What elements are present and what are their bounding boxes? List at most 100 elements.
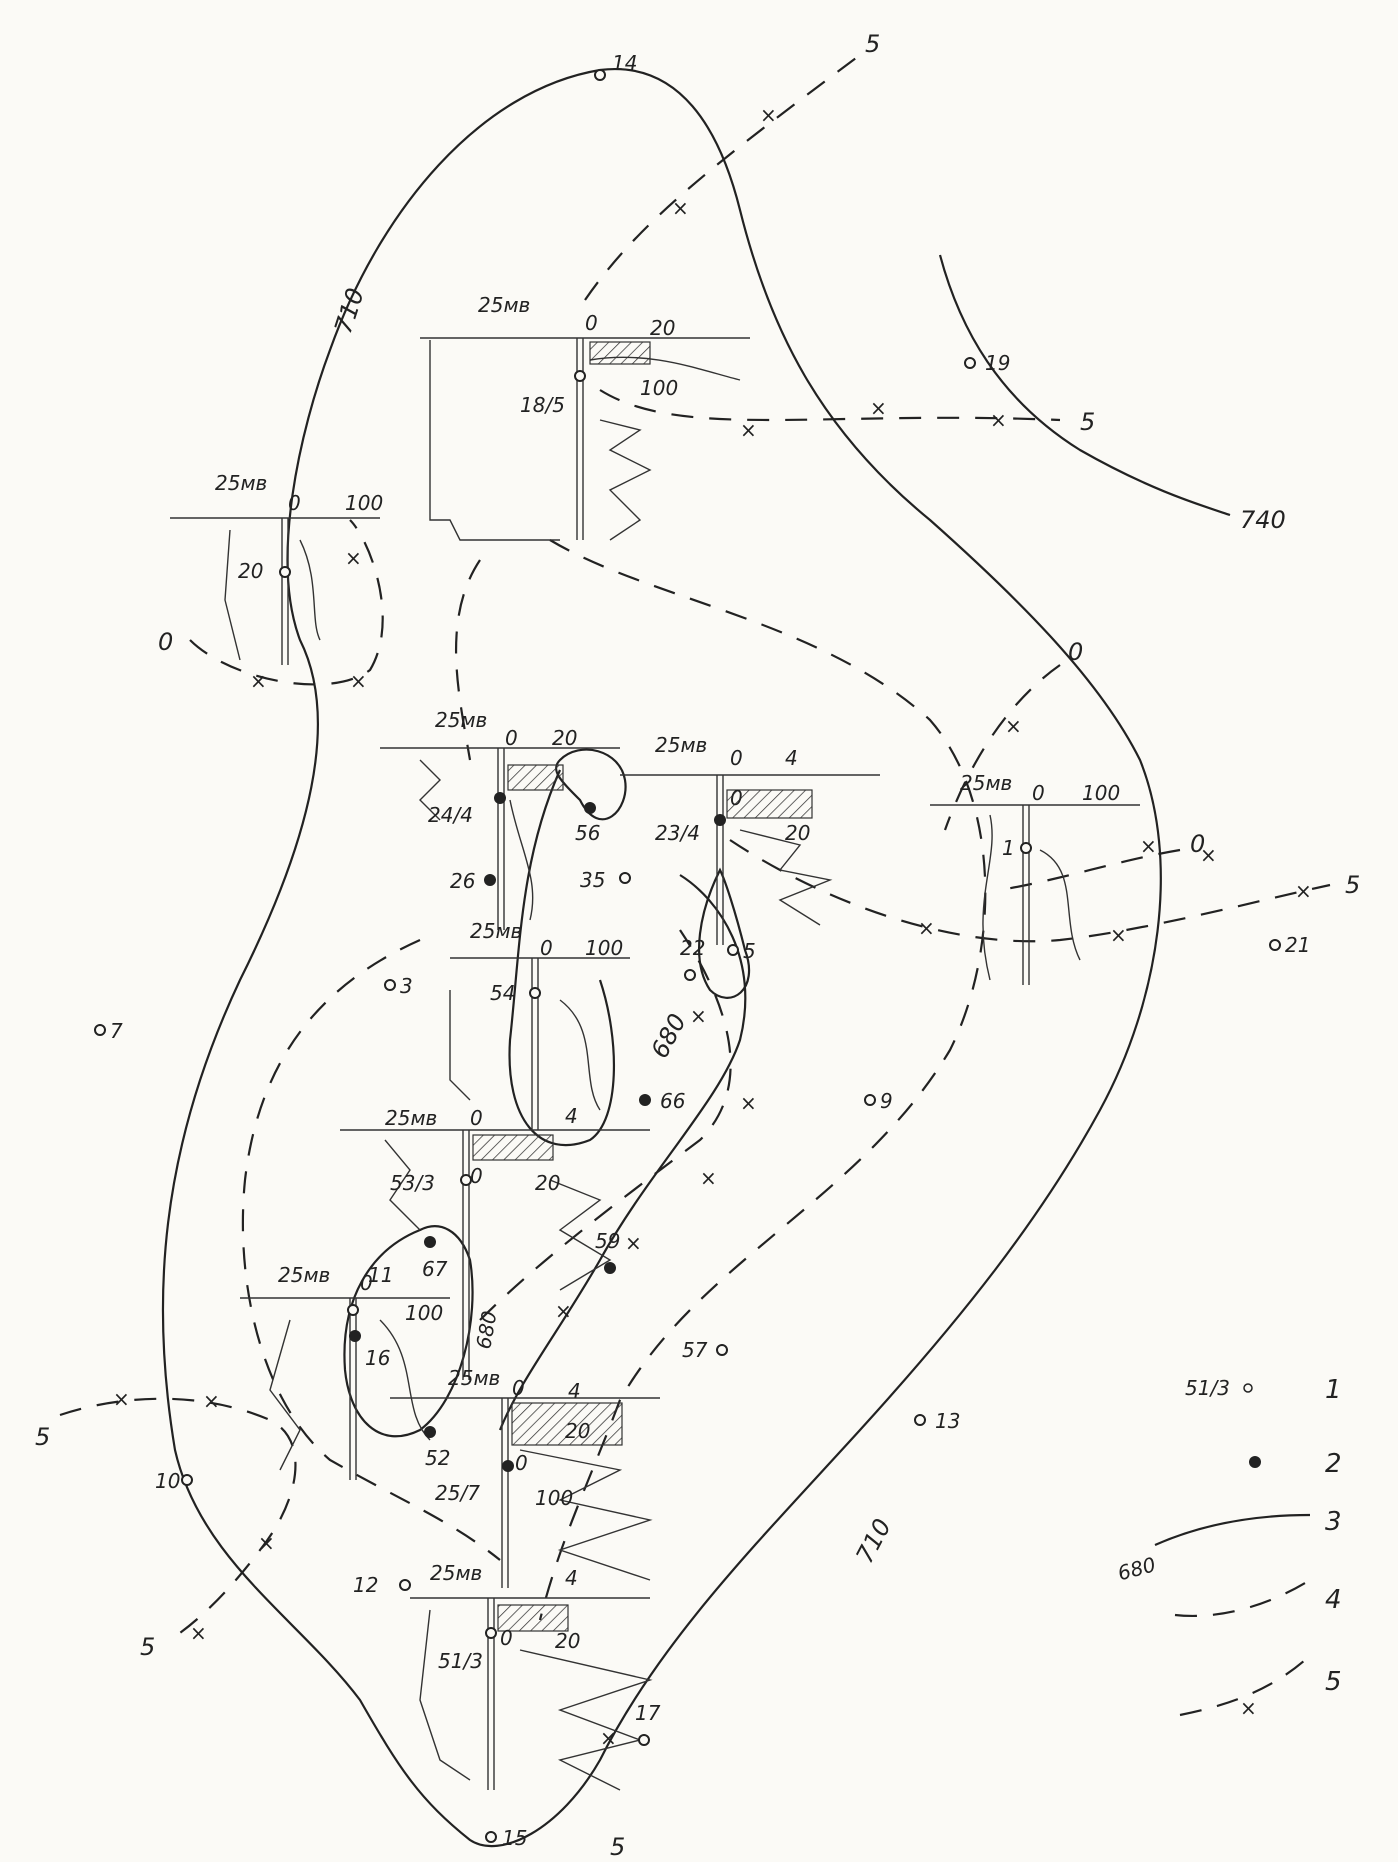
svg-text:100: 100 — [405, 1301, 443, 1325]
well-label-35: 35 — [580, 868, 605, 892]
legend-number-4: 4 — [1325, 1585, 1342, 1615]
svg-text:25мв: 25мв — [448, 1366, 500, 1390]
svg-text:×: × — [740, 418, 757, 442]
contour-680 — [498, 874, 747, 1431]
well-label-17: 17 — [635, 1701, 661, 1725]
legend-symbol-contour — [1154, 1513, 1311, 1547]
well-marker-12 — [399, 1579, 411, 1591]
legend-item-5: × 5 — [1179, 1659, 1342, 1720]
svg-text:×: × — [555, 1299, 572, 1323]
well-marker-35 — [619, 872, 631, 884]
well-marker-54 — [529, 987, 541, 999]
well-label-12: 12 — [353, 1573, 378, 1597]
well-marker-66 — [639, 1094, 651, 1106]
svg-text:100: 100 — [585, 936, 623, 960]
log-16 — [240, 1297, 450, 1480]
well-marker-1 — [1020, 842, 1032, 854]
svg-text:×: × — [672, 196, 689, 220]
isoline-label-5-top: 5 — [865, 30, 880, 58]
well-label-53-3: 53/3 — [390, 1171, 435, 1195]
contour-dashed-left — [241, 559, 501, 1561]
contour-label-710-left: 710 — [329, 285, 370, 337]
legend-number-3: 3 — [1325, 1507, 1342, 1537]
well-marker-10 — [181, 1474, 193, 1486]
well-marker-67 — [424, 1236, 436, 1248]
well-label-5: 5 — [743, 939, 756, 963]
well-label-1: 1 — [1002, 836, 1015, 860]
isoline-label-5-right: 5 — [1345, 871, 1360, 899]
svg-text:0: 0 — [585, 311, 598, 335]
well-label-56: 56 — [575, 821, 600, 845]
svg-text:×: × — [600, 1726, 617, 1750]
contour-label-710-right: 710 — [851, 1514, 897, 1568]
svg-text:×: × — [1240, 1696, 1257, 1720]
well-labels: 14 19 20 18/5 1 21 7 3 9 22 5 35 54 53/3… — [110, 51, 1310, 1850]
contour-dashed-inner — [538, 539, 987, 1621]
log-53-3 — [340, 1129, 650, 1380]
well-label-51-3: 51/3 — [438, 1649, 483, 1673]
legend-item-1: 51/3 1 — [1185, 1375, 1342, 1405]
well-label-19: 19 — [985, 351, 1010, 375]
svg-text:×: × — [740, 1091, 757, 1115]
well-marker-3 — [384, 979, 396, 991]
wells-filled — [349, 792, 726, 1472]
legend-symbol-well-label: 51/3 — [1185, 1376, 1230, 1400]
log-1 — [930, 804, 1140, 985]
svg-text:×: × — [113, 1387, 130, 1411]
well-marker-22 — [684, 969, 696, 981]
svg-text:0: 0 — [512, 1376, 525, 1400]
well-label-11: 11 — [368, 1263, 393, 1287]
well-label-13: 13 — [935, 1409, 960, 1433]
svg-text:0: 0 — [288, 491, 301, 515]
svg-text:4: 4 — [565, 1566, 578, 1590]
svg-text:×: × — [870, 396, 887, 420]
svg-text:×: × — [690, 1004, 707, 1028]
isoline-label-0-left: 0 — [158, 628, 173, 656]
svg-text:×: × — [1110, 923, 1127, 947]
well-marker-5 — [727, 944, 739, 956]
svg-text:25мв: 25мв — [430, 1561, 482, 1585]
well-label-24-4: 24/4 — [428, 803, 473, 827]
legend-item-3: 680 3 — [1115, 1507, 1341, 1585]
svg-text:100: 100 — [640, 376, 678, 400]
isoline-label-5-bottom-left: 5 — [140, 1633, 155, 1661]
well-marker-56 — [584, 802, 596, 814]
svg-text:0: 0 — [515, 1451, 528, 1475]
well-marker-7 — [94, 1024, 106, 1036]
well-label-18-5: 18/5 — [520, 393, 565, 417]
isoline-label-0-right-top: 0 — [1068, 638, 1083, 666]
svg-text:×: × — [1140, 834, 1157, 858]
well-marker-18-5 — [574, 370, 586, 382]
svg-text:25мв: 25мв — [960, 771, 1012, 795]
well-label-14: 14 — [612, 51, 637, 75]
legend-contour-label: 680 — [1115, 1552, 1158, 1585]
well-marker-53-3 — [460, 1174, 472, 1186]
well-marker-52 — [424, 1426, 436, 1438]
isoline-5-right — [729, 839, 1331, 943]
well-marker-11 — [347, 1304, 359, 1316]
svg-text:100: 100 — [345, 491, 383, 515]
svg-text:25мв: 25мв — [215, 471, 267, 495]
well-label-23-4: 23/4 — [655, 821, 700, 845]
svg-text:25мв: 25мв — [478, 293, 530, 317]
well-marker-19 — [964, 357, 976, 369]
isoline-0-left — [189, 519, 384, 686]
svg-text:20: 20 — [650, 316, 675, 340]
svg-text:0: 0 — [730, 746, 743, 770]
isoline-label-5-right-mid: 5 — [1080, 408, 1095, 436]
contour-710-outline — [161, 67, 1162, 1848]
svg-text:×: × — [990, 408, 1007, 432]
well-label-16: 16 — [365, 1346, 390, 1370]
isoline-label-0-right: 0 — [1190, 830, 1205, 858]
svg-text:0: 0 — [540, 936, 553, 960]
well-label-7: 7 — [110, 1019, 123, 1043]
svg-text:4: 4 — [568, 1379, 581, 1403]
svg-text:25мв: 25мв — [655, 733, 707, 757]
log-24-4 — [380, 747, 620, 930]
well-marker-14 — [594, 69, 606, 81]
legend-symbol-x-isoline — [1179, 1659, 1306, 1717]
contour-loop-54 — [508, 769, 616, 1147]
log-54 — [449, 957, 630, 1130]
svg-text:0: 0 — [470, 1106, 483, 1130]
